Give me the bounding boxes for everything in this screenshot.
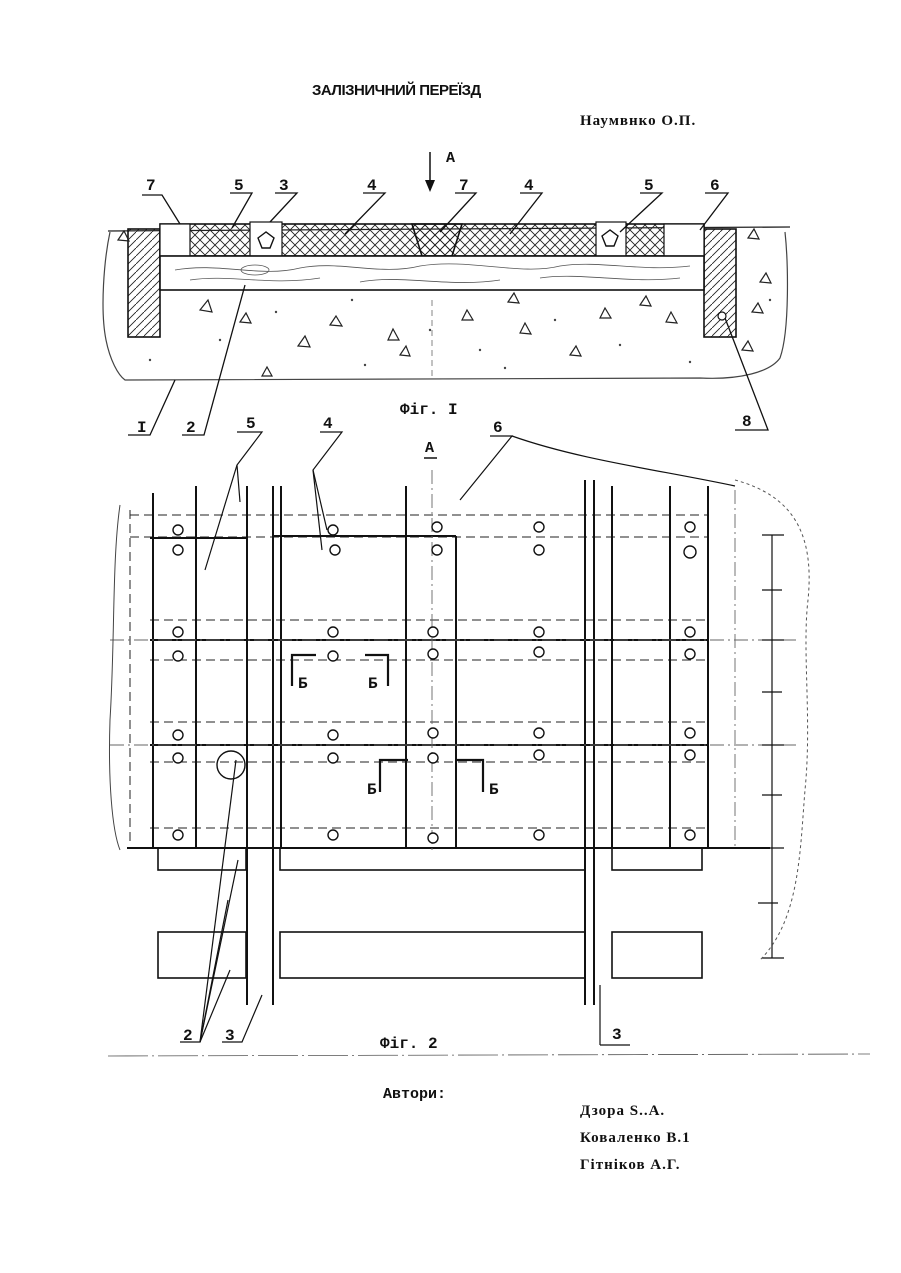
fig1-callout-I: I	[137, 419, 147, 437]
author-3: Гітніков А.Г.	[580, 1152, 691, 1179]
fig1-callout-2: 2	[186, 419, 196, 437]
figure-2-plan: А	[108, 415, 870, 1056]
fig2-callout-3b: 3	[612, 1026, 622, 1044]
fig1-callout-5a: 5	[234, 177, 244, 195]
fig2-callout-5: 5	[246, 415, 256, 433]
fig2-callout-2: 2	[183, 1027, 193, 1045]
fig1-callout-8: 8	[742, 413, 752, 431]
section-mark-2: Б	[368, 675, 378, 693]
fig1-callout-3: 3	[279, 177, 289, 195]
authors-label: Автори:	[383, 1086, 446, 1103]
author-2: Коваленко В.1	[580, 1125, 691, 1152]
fig1-callout-5b: 5	[644, 177, 654, 195]
fig1-callout-4a: 4	[367, 177, 377, 195]
fig2-callout-3a: 3	[225, 1027, 235, 1045]
section-mark-1: Б	[298, 675, 308, 693]
fig1-callout-6: 6	[710, 177, 720, 195]
fig2-callout-4: 4	[323, 415, 333, 433]
fig2-callout-6: 6	[493, 419, 503, 437]
author-1: Дзора S..A.	[580, 1098, 691, 1125]
section-mark-3: Б	[367, 781, 377, 799]
section-mark-4: Б	[489, 781, 499, 799]
fig1-caption: Фіг. I	[400, 401, 458, 419]
fig1-callout-4b: 4	[524, 177, 534, 195]
fig1-callout-7a: 7	[146, 177, 156, 195]
authors-list: Дзора S..A. Коваленко В.1 Гітніков А.Г.	[580, 1098, 691, 1179]
fig1-view-arrow-label: А	[446, 150, 455, 167]
fig2-caption: Фіг. 2	[380, 1035, 438, 1053]
fig2-view-label: А	[425, 440, 434, 457]
fig1-callout-7b: 7	[459, 177, 469, 195]
figure-1-section: А	[103, 150, 790, 437]
